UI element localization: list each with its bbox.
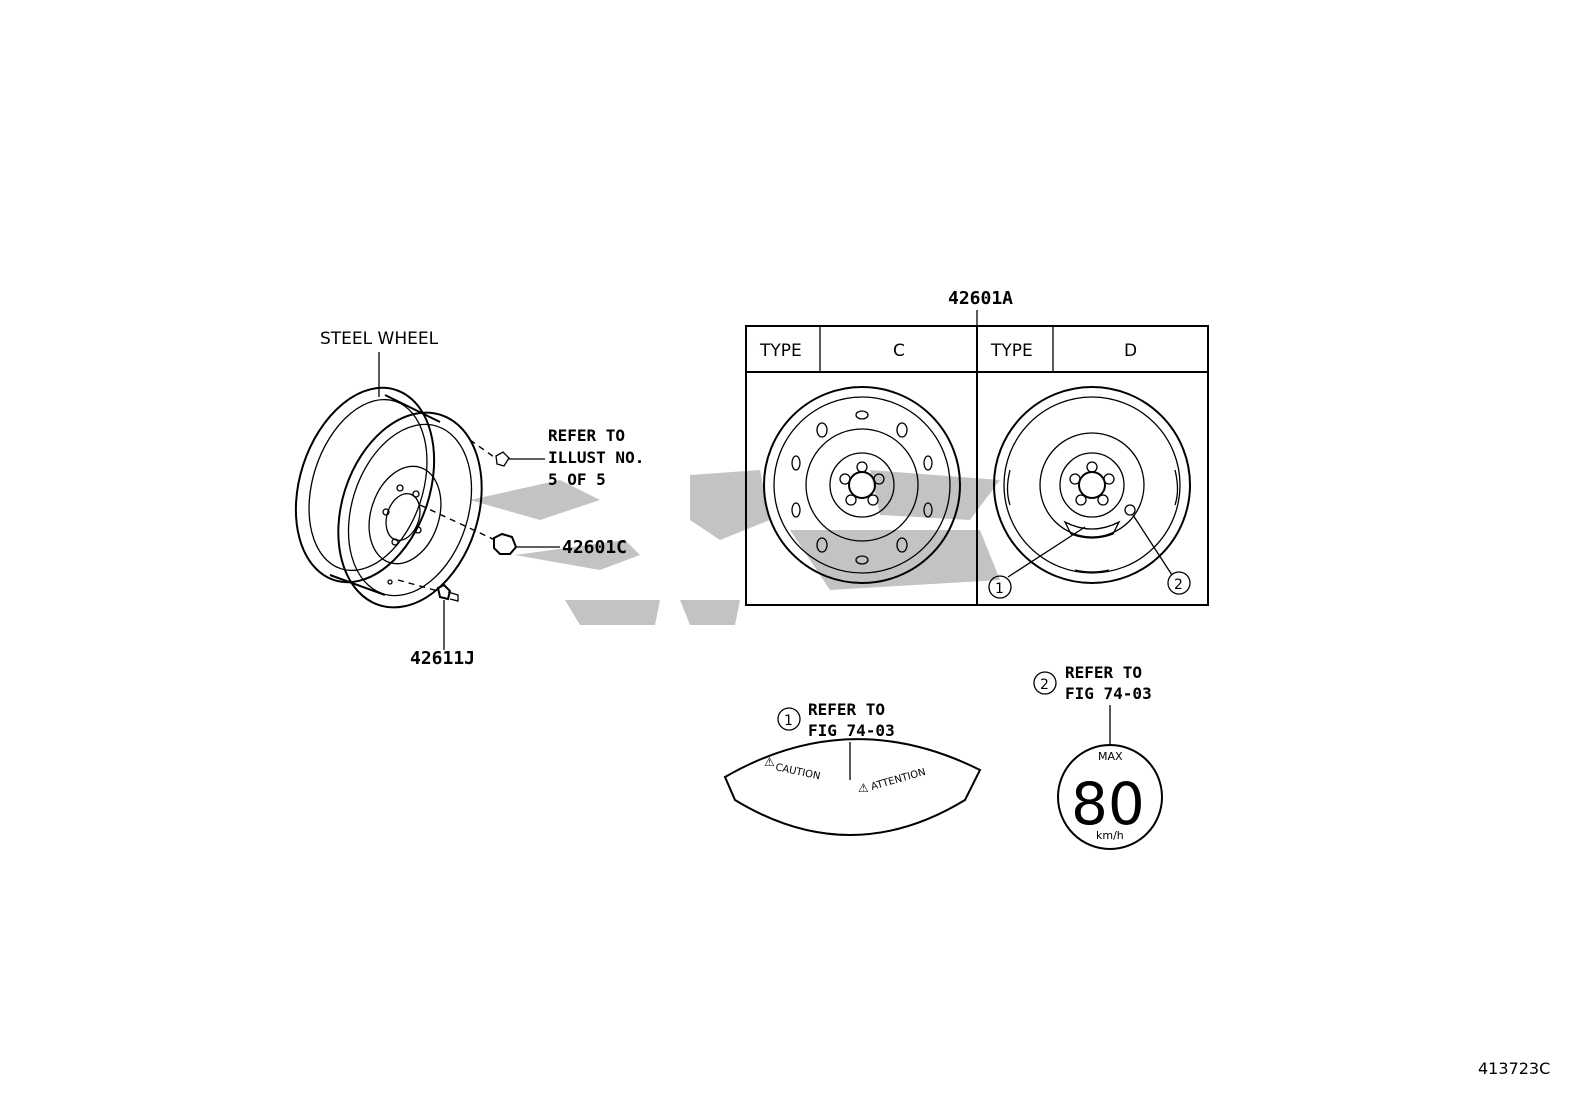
refer-page-label: 5 OF 5 — [548, 470, 606, 489]
caution-warning-triangle: ⚠ — [764, 755, 775, 769]
type-value-d: D — [1124, 341, 1137, 361]
part-number-42601a[interactable]: 42601A — [948, 288, 1013, 309]
speed-refer-to: REFER TO — [1065, 663, 1142, 682]
speed-unit: km/h — [1096, 829, 1124, 842]
speed-callout-number: 2 — [1040, 677, 1049, 693]
caution-label-detail: 1 REFER TO FIG 74-03 ⚠ CAUTION ⚠ ATTENTI… — [723, 700, 982, 836]
wheel-type-c-illustration — [763, 386, 961, 584]
type-label-c: TYPE — [759, 341, 802, 361]
steel-wheel-assembly: STEEL WHEEL REFER TO ILLUST NO. 5 OF 5 4… — [294, 329, 644, 669]
speed-value: 80 — [1071, 770, 1145, 838]
watermark-logo — [470, 470, 1000, 625]
part-number-42601c[interactable]: 42601C — [562, 537, 627, 558]
callout-2-marker: 2 — [1174, 577, 1183, 593]
speed-refer-fig: FIG 74-03 — [1065, 684, 1152, 703]
type-label-d: TYPE — [990, 341, 1033, 361]
speed-limit-label-detail: 2 REFER TO FIG 74-03 MAX 80 km/h — [1033, 663, 1163, 850]
type-value-c: C — [893, 341, 905, 361]
caution-refer-to: REFER TO — [808, 700, 885, 719]
caution-refer-fig: FIG 74-03 — [808, 721, 895, 740]
wheel-type-d-illustration: 1 2 — [988, 386, 1191, 599]
caution-text: CAUTION — [774, 762, 821, 782]
steel-wheel-label: STEEL WHEEL — [320, 329, 439, 349]
refer-to-label: REFER TO — [548, 426, 625, 445]
attention-warning-triangle: ⚠ — [858, 781, 869, 795]
part-number-42611j[interactable]: 42611J — [410, 648, 475, 669]
attention-text: ATTENTION — [870, 767, 927, 793]
refer-illust-label: ILLUST NO. — [548, 448, 644, 467]
wheel-type-table: 42601A TYPE C TYPE D — [745, 288, 1209, 606]
figure-id: 413723C — [1478, 1059, 1550, 1078]
speed-max-text: MAX — [1098, 750, 1123, 763]
callout-1-marker: 1 — [995, 581, 1004, 597]
caution-callout-number: 1 — [784, 713, 793, 729]
